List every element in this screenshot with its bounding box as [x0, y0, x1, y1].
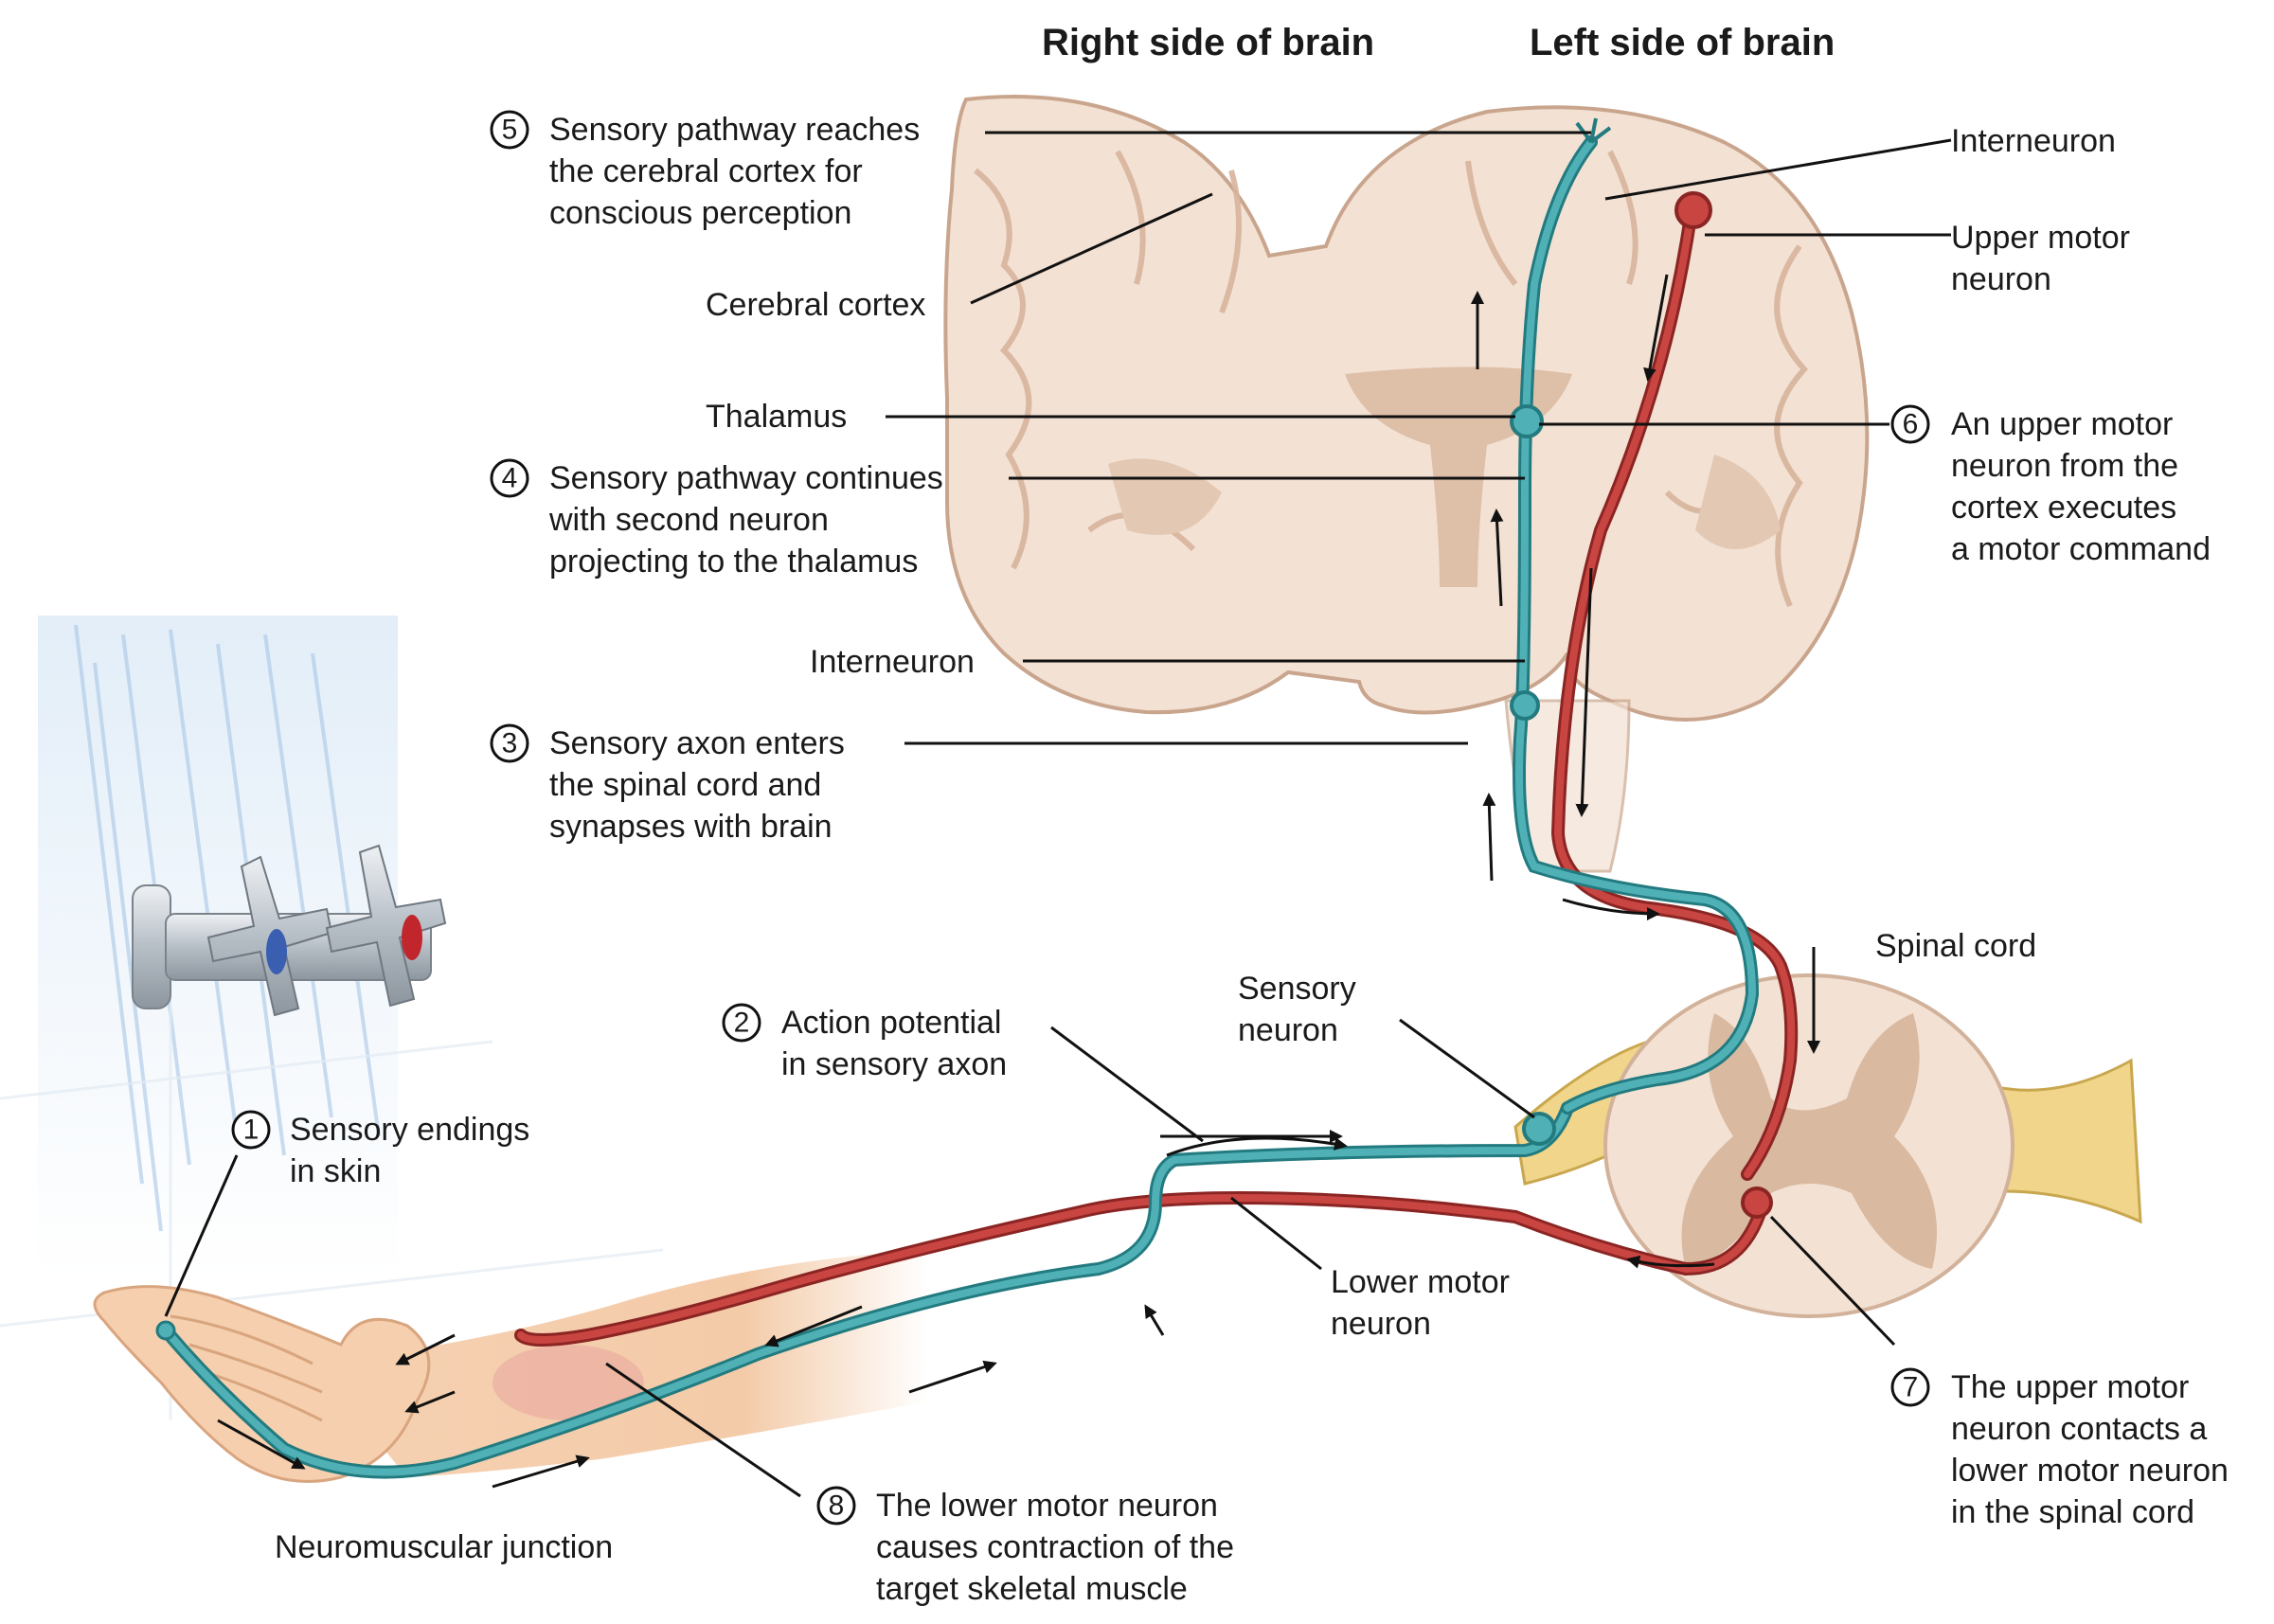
label-upper-motor-neuron-line-1: Upper motor — [1951, 220, 2130, 256]
step-5-line-3: conscious perception — [549, 195, 851, 231]
step-5-callout: 5 Sensory pathway reaches the cerebral co… — [490, 110, 920, 231]
cold-tap — [206, 855, 333, 1017]
step-2-line-1: Action potential — [781, 1005, 1002, 1041]
step-7-line-2: neuron contacts a — [1951, 1411, 2207, 1447]
step-3-line-3: synapses with brain — [549, 809, 833, 845]
label-thalamus: Thalamus — [706, 399, 847, 435]
step-6-callout: 6 An upper motor neuron from the cortex ex… — [1890, 404, 2211, 567]
header-left-side: Left side of brain — [1530, 22, 1835, 63]
label-neuromuscular-junction: Neuromuscular junction — [275, 1529, 613, 1565]
step-5-line-2: the cerebral cortex for — [549, 153, 863, 189]
step-8-line-1: The lower motor neuron — [876, 1488, 1218, 1524]
interneuron-spinal-soma — [1510, 690, 1540, 721]
brain-coronal-section — [943, 95, 1870, 873]
header-right-side: Right side of brain — [1042, 22, 1374, 63]
label-sensory-neuron-line-1: Sensory — [1238, 971, 1356, 1007]
step-8-line-2: causes contraction of the — [876, 1529, 1234, 1565]
faucet-handles — [132, 844, 447, 1017]
step-3-callout: 3 Sensory axon enters the spinal cord and… — [490, 723, 845, 845]
label-interneuron-spinal: Interneuron — [810, 644, 975, 680]
label-spinal-cord: Spinal cord — [1875, 928, 2036, 964]
step-7-line-4: in the spinal cord — [1951, 1494, 2194, 1530]
step-2-number: 2 — [734, 1008, 750, 1039]
nerve-root-right — [1968, 1058, 2142, 1224]
step-4-callout: 4 Sensory pathway continues with second n… — [490, 458, 943, 580]
step-6-line-4: a motor command — [1951, 531, 2211, 567]
step-1-number: 1 — [243, 1115, 260, 1146]
step-3-line-1: Sensory axon enters — [549, 725, 845, 761]
label-cerebral-cortex: Cerebral cortex — [706, 287, 925, 323]
step-1-line-1: Sensory endings — [290, 1112, 529, 1148]
step-6-line-1: An upper motor — [1951, 406, 2173, 442]
signal-direction-arrows — [217, 274, 1820, 1489]
label-interneuron-cortex: Interneuron — [1951, 123, 2116, 159]
label-upper-motor-neuron-line-2: neuron — [1951, 261, 2051, 297]
step-4-line-3: projecting to the thalamus — [549, 544, 918, 580]
step-4-line-1: Sensory pathway continues — [549, 460, 943, 496]
label-sensory-neuron-line-2: neuron — [1238, 1012, 1338, 1048]
step-5-number: 5 — [502, 115, 518, 146]
hot-tap — [325, 844, 447, 1008]
step-6-line-3: cortex executes — [1951, 490, 2176, 526]
step-3-number: 3 — [502, 728, 518, 759]
step-1-callout: 1 Sensory endings in skin — [231, 1110, 529, 1189]
sensory-pathway — [155, 117, 1760, 1479]
step-4-line-2: with second neuron — [548, 502, 829, 538]
step-8-callout: 8 The lower motor neuron causes contracti… — [816, 1486, 1234, 1607]
spinal-cord-cross-section — [1513, 973, 2142, 1318]
sensory-ending-in-skin — [155, 1320, 176, 1341]
step-7-number: 7 — [1903, 1372, 1919, 1403]
thalamic-neuron-soma — [1510, 404, 1544, 438]
step-2-line-2: in sensory axon — [781, 1046, 1007, 1082]
lower-motor-neuron-soma — [1741, 1187, 1773, 1219]
step-7-line-1: The upper motor — [1951, 1369, 2189, 1405]
upper-motor-neuron-soma — [1674, 191, 1712, 229]
step-5-line-1: Sensory pathway reaches — [549, 112, 920, 148]
label-lower-motor-neuron-line-2: neuron — [1331, 1306, 1431, 1342]
sensory-neuron-soma — [1522, 1112, 1556, 1146]
step-3-line-2: the spinal cord and — [549, 767, 821, 803]
step-8-line-3: target skeletal muscle — [876, 1571, 1188, 1607]
step-6-line-2: neuron from the — [1951, 448, 2178, 484]
step-2-callout: 2 Action potential in sensory axon — [722, 1003, 1007, 1082]
step-1-line-2: in skin — [290, 1153, 381, 1189]
step-4-number: 4 — [502, 463, 518, 494]
step-7-callout: 7 The upper motor neuron contacts a lower … — [1890, 1367, 2229, 1530]
label-lower-motor-neuron-line-1: Lower motor — [1331, 1264, 1510, 1300]
hand — [93, 1285, 431, 1483]
step-6-number: 6 — [1903, 409, 1919, 440]
step-7-line-3: lower motor neuron — [1951, 1453, 2229, 1489]
step-8-number: 8 — [829, 1490, 845, 1522]
leader-lines — [164, 131, 1952, 1498]
